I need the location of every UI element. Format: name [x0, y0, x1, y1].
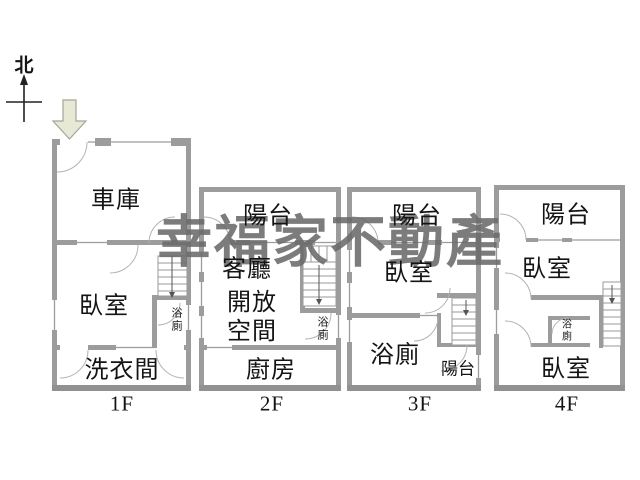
north-arrow-icon	[6, 74, 42, 122]
watermark-text: 幸福家不動產	[156, 210, 504, 274]
room-label-garage: 車庫	[91, 187, 141, 214]
room-label-bath-3f: 浴廁	[370, 342, 420, 369]
room-label-laundry: 洗衣間	[84, 357, 160, 384]
floor-label-2f: 2F	[259, 391, 285, 416]
floor-label-4f: 4F	[554, 391, 580, 416]
room-label-bath-2f: 浴廁	[317, 316, 329, 341]
room-label-bath-4f: 浴廁	[562, 319, 572, 343]
room-label-bedroom2-4f: 臥室	[541, 356, 591, 383]
entrance-arrow-icon	[51, 99, 88, 140]
room-label-open-space: 開放空間	[227, 290, 277, 345]
room-label-balcony-3f: 陽台	[392, 203, 442, 230]
room-label-balcony-2f: 陽台	[243, 203, 293, 230]
floor-label-3f: 3F	[407, 391, 433, 416]
room-label-bedroom-1f: 臥室	[79, 293, 129, 320]
room-label-bedroom-4f: 臥室	[522, 256, 572, 283]
room-label-balcony-4f: 陽台	[541, 202, 591, 229]
room-label-bedroom-3f: 臥室	[384, 260, 434, 287]
room-label-balcony2-3f: 陽台	[441, 359, 475, 379]
door-arcs	[56, 141, 569, 379]
room-label-kitchen: 廚房	[246, 357, 296, 384]
north-label: 北	[14, 55, 34, 77]
floor-label-1f: 1F	[109, 391, 135, 416]
room-label-living: 客廳	[222, 256, 272, 283]
stairs-icon	[157, 245, 622, 347]
room-label-bath-1f: 浴廁	[171, 307, 183, 332]
